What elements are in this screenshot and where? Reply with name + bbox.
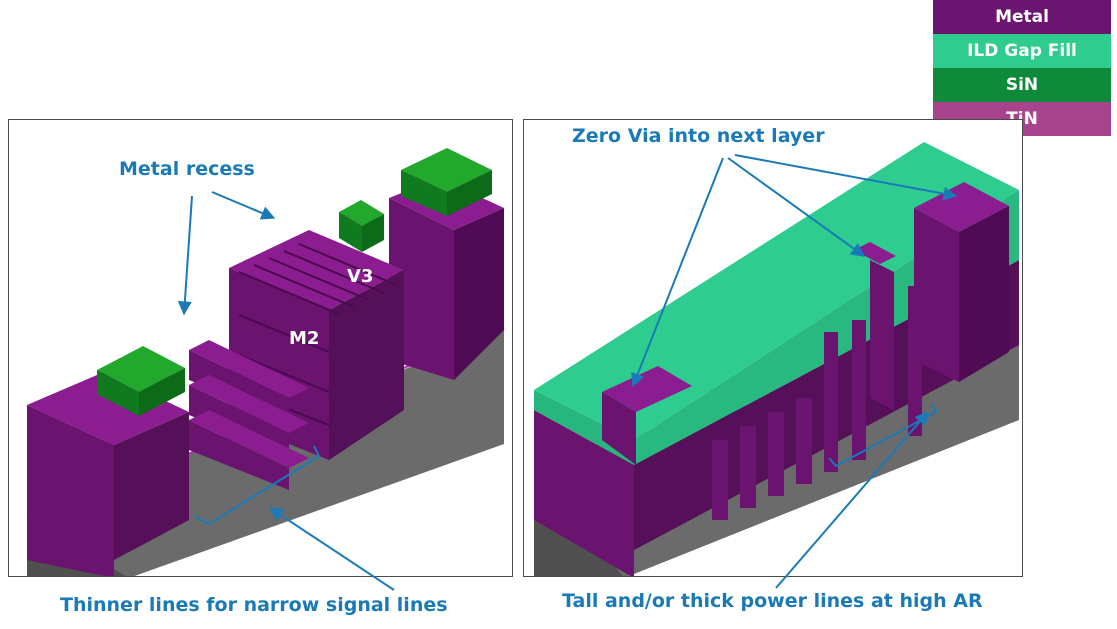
right-via-side xyxy=(959,206,1009,382)
left-front-block-top xyxy=(27,372,189,445)
left-3d-render xyxy=(26,148,505,576)
right-front-via-front xyxy=(602,392,636,465)
right-ild-front xyxy=(534,390,634,465)
annotation-metal-recess: Metal recess xyxy=(119,158,255,180)
legend-item-sin: SiN xyxy=(933,68,1111,102)
v3-sin-front xyxy=(339,212,362,252)
left-panel-signal-lines: V3 M2 Metal recess xyxy=(8,119,513,577)
left-thin-lines xyxy=(189,340,309,490)
left-bracket xyxy=(193,445,321,526)
left-back-sin-side xyxy=(447,170,492,216)
left-back-block-side xyxy=(454,208,504,380)
right-3d-render xyxy=(534,142,1019,576)
right-via-top xyxy=(914,182,1009,232)
label-v3: V3 xyxy=(347,266,374,287)
left-front-block-side xyxy=(114,412,189,560)
left-back-sin-front xyxy=(401,170,447,216)
left-front-sin-side xyxy=(139,368,185,416)
left-front-sin-top xyxy=(97,346,185,392)
left-back-sin-top xyxy=(401,148,492,192)
legend-item-ild-gap-fill: ILD Gap Fill xyxy=(933,34,1111,68)
caption-power-lines: Tall and/or thick power lines at high AR xyxy=(562,590,983,612)
label-m2: M2 xyxy=(289,328,320,349)
left-mid-block-top xyxy=(229,230,404,310)
right-via-front xyxy=(914,208,959,382)
legend-item-metal: Metal xyxy=(933,0,1111,34)
v3-sin-side xyxy=(362,214,384,252)
right-panel-power-lines: Zero Via into next layer xyxy=(523,119,1023,577)
legend: Metal ILD Gap Fill SiN TiN xyxy=(933,0,1111,136)
right-mid-via-front xyxy=(870,260,894,410)
v3-sin-top xyxy=(339,200,384,226)
left-mid-block-side xyxy=(329,270,404,460)
left-front-block-front xyxy=(27,405,114,576)
caption-thinner-lines: Thinner lines for narrow signal lines xyxy=(60,594,448,616)
left-front-sin-front xyxy=(97,370,139,416)
left-back-block-front xyxy=(389,198,454,380)
annotation-zero-via: Zero Via into next layer xyxy=(572,125,825,147)
right-metal-front xyxy=(534,410,634,576)
